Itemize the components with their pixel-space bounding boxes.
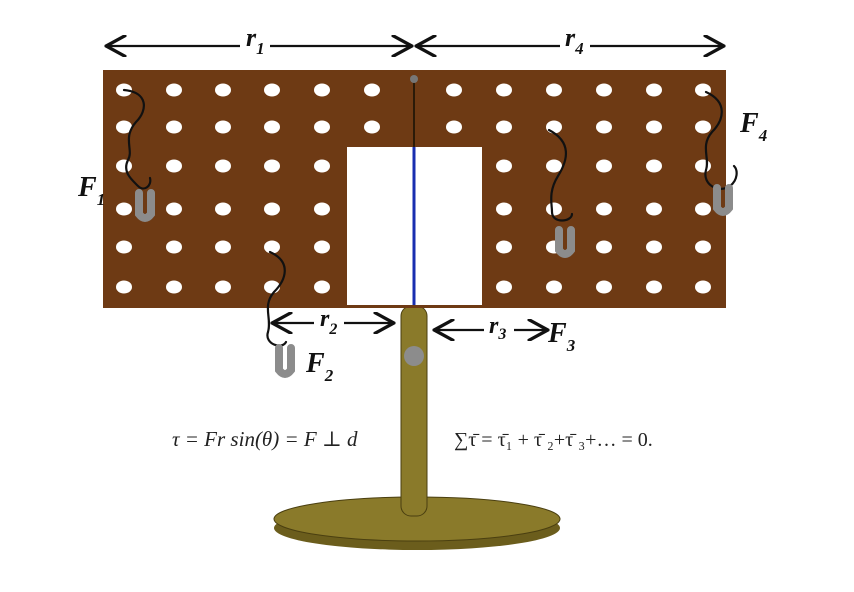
- peg-hole: [314, 120, 330, 134]
- peg-hole: [215, 280, 231, 294]
- weights: [135, 184, 733, 378]
- string-f1: [122, 88, 152, 190]
- string-f3: [547, 128, 574, 222]
- stand-pivot-icon: [404, 346, 424, 366]
- peg-hole: [215, 202, 231, 216]
- hanging-mass-icon: [275, 344, 295, 378]
- peg-hole: [646, 240, 662, 254]
- peg-hole: [215, 159, 231, 173]
- label-r3: r3: [489, 313, 506, 343]
- pivot-pin-icon: [410, 75, 418, 83]
- peg-hole: [546, 159, 562, 173]
- peg-hole: [264, 202, 280, 216]
- peg-hole: [166, 202, 182, 216]
- peg-hole: [116, 280, 132, 294]
- peg-hole: [446, 83, 462, 97]
- peg-hole: [546, 83, 562, 97]
- peg-hole: [215, 83, 231, 97]
- hanging-mass-icon: [135, 189, 155, 222]
- peg-hole: [596, 120, 612, 134]
- peg-hole: [314, 202, 330, 216]
- peg-hole: [364, 120, 380, 134]
- peg-hole: [264, 83, 280, 97]
- peg-hole: [166, 280, 182, 294]
- peg-hole: [264, 159, 280, 173]
- peg-hole: [596, 240, 612, 254]
- label-r2: r2: [320, 306, 337, 338]
- peg-hole: [116, 159, 132, 173]
- hanging-mass-icon: [555, 226, 575, 258]
- stand-post: [400, 305, 428, 517]
- peg-hole: [166, 159, 182, 173]
- label-f1: F1: [77, 172, 105, 209]
- equilibrium-equation: ∑τ̄ = τ̄₁ + τ̄ ₂+τ̄ ₃+… = 0.: [454, 429, 653, 451]
- string-f4: [704, 90, 738, 190]
- peg-hole: [546, 280, 562, 294]
- pegboard: [103, 70, 726, 308]
- label-r1: r1: [246, 23, 265, 58]
- stand: [273, 305, 561, 550]
- peg-hole: [596, 83, 612, 97]
- peg-hole: [496, 120, 512, 134]
- peg-hole: [596, 280, 612, 294]
- peg-hole: [646, 280, 662, 294]
- peg-hole: [496, 280, 512, 294]
- peg-hole: [496, 240, 512, 254]
- peg-hole: [314, 159, 330, 173]
- hanging-mass-icon: [713, 184, 733, 216]
- peg-hole: [446, 120, 462, 134]
- peg-hole: [496, 159, 512, 173]
- peg-hole: [166, 120, 182, 134]
- peg-hole: [646, 83, 662, 97]
- torque-definition-equation: τ = Fr sin(θ) = F ⊥ d: [172, 427, 358, 451]
- peg-hole: [116, 240, 132, 254]
- peg-hole: [166, 83, 182, 97]
- peg-hole: [646, 120, 662, 134]
- hanging-masses: [122, 88, 738, 347]
- peg-hole: [496, 83, 512, 97]
- peg-hole: [264, 240, 280, 254]
- peg-hole: [496, 202, 512, 216]
- peg-hole: [596, 159, 612, 173]
- peg-hole: [116, 120, 132, 134]
- peg-hole: [314, 83, 330, 97]
- peg-hole: [166, 240, 182, 254]
- peg-hole: [695, 83, 711, 97]
- peg-hole: [364, 83, 380, 97]
- peg-hole: [695, 202, 711, 216]
- label-r4: r4: [565, 23, 584, 58]
- peg-hole: [314, 280, 330, 294]
- peg-hole: [264, 120, 280, 134]
- string-f2: [266, 250, 288, 347]
- label-f3: F3: [547, 318, 576, 355]
- peg-hole: [546, 202, 562, 216]
- peg-hole: [546, 120, 562, 134]
- peg-hole: [646, 202, 662, 216]
- peg-hole: [116, 202, 132, 216]
- label-f2: F2: [305, 348, 334, 385]
- peg-hole: [314, 240, 330, 254]
- peg-hole: [646, 159, 662, 173]
- label-f4: F4: [739, 108, 767, 145]
- peg-hole: [695, 120, 711, 134]
- peg-hole: [596, 202, 612, 216]
- peg-hole: [215, 240, 231, 254]
- peg-hole: [695, 240, 711, 254]
- peg-hole: [695, 280, 711, 294]
- peg-hole: [695, 159, 711, 173]
- peg-hole: [215, 120, 231, 134]
